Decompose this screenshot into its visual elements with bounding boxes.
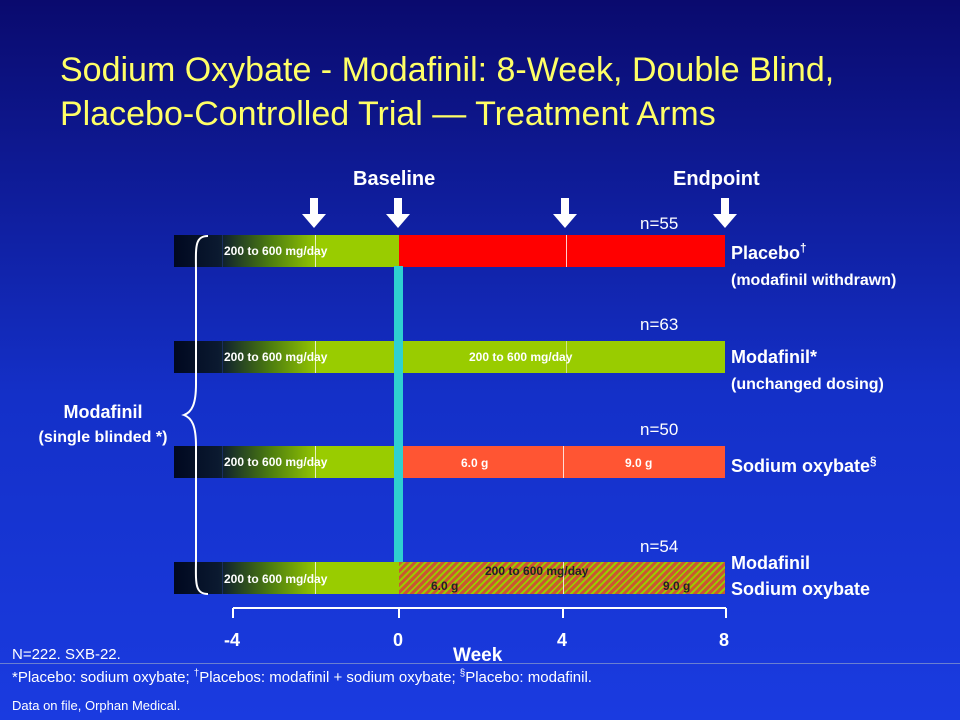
title-line-1: Sodium Oxybate - Modafinil: 8-Week, Doub…	[60, 51, 835, 89]
sodium-oxybate-segment: 6.0 g 9.0 g	[399, 446, 725, 478]
slide-title: Sodium Oxybate - Modafinil: 8-Week, Doub…	[60, 48, 920, 136]
axis-tick: -4	[224, 630, 241, 650]
footnote-dagger: †	[193, 668, 200, 679]
section-sup: §	[870, 455, 877, 468]
combination-segment: 200 to 600 mg/day 6.0 g 9.0 g	[399, 562, 725, 594]
footnote-part-b: Placebos: modafinil + sodium oxybate;	[199, 669, 460, 686]
arm-n-placebo: n=55	[640, 214, 679, 233]
modafinil-side-label: Modafinil (single blinded *)	[8, 402, 198, 447]
runin-bar-placebo: 200 to 600 mg/day	[174, 235, 399, 267]
runin-text: 200 to 600 mg/day	[224, 244, 328, 258]
runin-text: 200 to 600 mg/day	[224, 455, 328, 469]
arm-sub-modafinil: (unchanged dosing)	[731, 376, 884, 393]
arm-label-combination: Modafinil Sodium oxybate	[731, 550, 870, 602]
runin-text: 200 to 600 mg/day	[224, 350, 328, 364]
footnote-n: N=222. SXB-22.	[12, 646, 121, 663]
endpoint-header: Endpoint	[673, 168, 760, 190]
arm-label-sodium-oxybate: Sodium oxybate§	[731, 449, 877, 479]
arm-n-sodium-oxybate: n=50	[640, 420, 679, 439]
arm-sub-placebo: (modafinil withdrawn)	[731, 272, 897, 289]
brace-icon	[181, 235, 209, 595]
footnote-divider	[0, 663, 960, 664]
side-label-line1: Modafinil	[63, 402, 143, 422]
side-label-line2: (single blinded *)	[38, 429, 168, 446]
dagger-sup: †	[800, 242, 807, 255]
arm-label-modafinil: Modafinil* (unchanged dosing)	[731, 344, 884, 398]
axis-tick: 8	[719, 630, 730, 650]
footnote-section: §	[459, 668, 466, 679]
dose-9g-text: 9.0 g	[625, 456, 653, 470]
footnote-placebos: *Placebo: sodium oxybate; †Placebos: mod…	[12, 668, 592, 686]
week-axis	[232, 607, 727, 618]
runin-bar-modafinil: 200 to 600 mg/day	[174, 341, 399, 373]
down-arrow-icon	[302, 198, 326, 228]
arm-label-combination-line2: Sodium oxybate	[731, 579, 871, 599]
combination-modafinil-text: 200 to 600 mg/day	[485, 564, 589, 578]
combination-6g-text: 6.0 g	[431, 579, 459, 593]
modafinil-dose-text: 200 to 600 mg/day	[469, 350, 573, 364]
arm-n-combination: n=54	[640, 537, 679, 556]
arm-label-modafinil-text: Modafinil*	[731, 347, 817, 367]
footnote-source: Data on file, Orphan Medical.	[12, 698, 181, 713]
title-line-2: Placebo-Controlled Trial — Treatment Arm…	[60, 95, 716, 133]
footnote-part-a: *Placebo: sodium oxybate;	[12, 669, 194, 686]
down-arrow-icon	[553, 198, 577, 228]
modafinil-segment: 200 to 600 mg/day	[399, 341, 725, 373]
combination-9g-text: 9.0 g	[663, 579, 691, 593]
down-arrow-icon	[386, 198, 410, 228]
baseline-marker-line	[394, 266, 403, 562]
arm-label-combination-line1: Modafinil	[731, 553, 810, 573]
arm-label-placebo: Placebo† (modafinil withdrawn)	[731, 236, 896, 294]
baseline-header: Baseline	[353, 168, 436, 190]
axis-label-week: Week	[453, 645, 503, 666]
arm-label-sodium-oxybate-text: Sodium oxybate	[731, 456, 871, 476]
arm-label-placebo-text: Placebo	[731, 243, 801, 263]
axis-tick: 0	[393, 630, 404, 650]
runin-bar-combination: 200 to 600 mg/day	[174, 562, 399, 594]
runin-bar-sodium-oxybate: 200 to 600 mg/day	[174, 446, 399, 478]
dose-6g-text: 6.0 g	[461, 456, 489, 470]
down-arrow-icon	[713, 198, 737, 228]
axis-tick: 4	[557, 630, 568, 650]
arm-n-modafinil: n=63	[640, 315, 679, 334]
footnote-part-c: Placebo: modafinil.	[465, 669, 592, 686]
placebo-segment	[399, 235, 725, 267]
runin-text: 200 to 600 mg/day	[224, 572, 328, 586]
